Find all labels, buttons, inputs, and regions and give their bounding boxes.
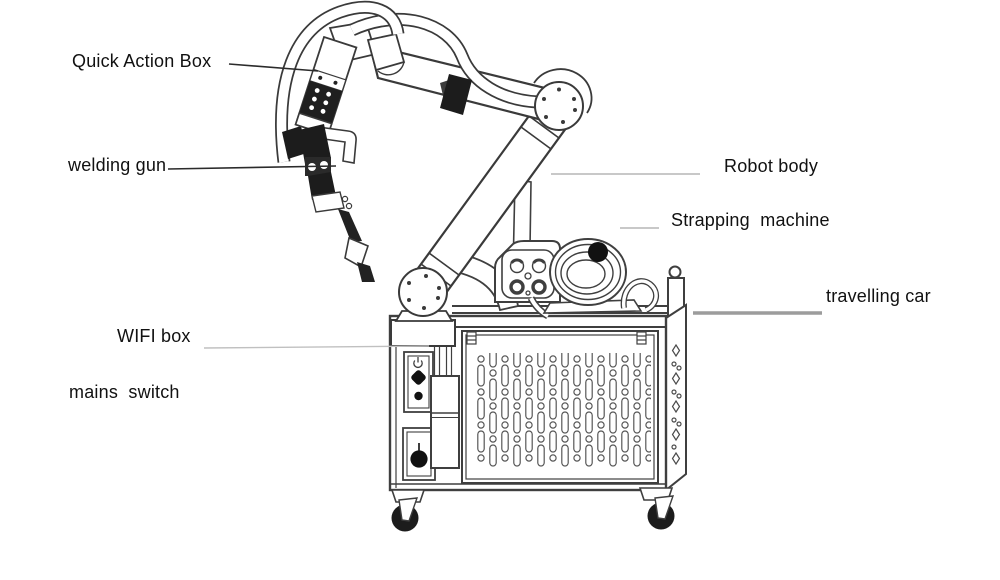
keypad [299,80,343,124]
robot-body-drawing [275,0,593,347]
hose-strap [440,74,472,115]
gun-tip [357,262,375,282]
label-mains-switch: mains switch [69,382,180,402]
vent-slots [475,353,651,467]
label-welding-gun: welding gun [68,155,167,175]
power-panel [403,351,434,413]
leader-quick-action-box [228,63,319,72]
leader-wifi-box [203,345,430,349]
start-button [411,370,426,385]
elbow-joint-flange [534,81,584,131]
welding-gun-drawing [299,124,375,282]
car-post-knob [668,265,682,279]
label-strapping-machine: Strapping machine [671,210,830,230]
keypad-buttons [309,88,331,114]
vent-panel-clips [466,331,647,345]
caster-wheel-left [390,489,426,532]
indicator-dot [414,391,423,401]
leader-lines [167,63,822,349]
strapping-machine-drawing [494,238,660,320]
gun-nozzle [344,236,369,269]
leader-welding-gun [167,165,337,170]
label-travelling-car: travelling car [826,286,931,306]
caster-wheel-right [638,487,675,530]
label-robot-body: Robot body [724,156,819,176]
feeder-connectors [509,258,547,296]
wifi-box-drawing [430,337,460,469]
robot-base [390,310,456,347]
car-side-face [665,303,687,493]
coil-hub-knob [588,242,608,262]
gun-clamp-screw [320,161,328,169]
shoulder-joint-flange [398,267,448,317]
mains-switch-knob [410,450,428,468]
power-symbol-icon [413,360,423,369]
gun-neck [338,209,362,242]
vent-panel [461,330,659,484]
wire-coil [542,238,643,314]
quick-action-box-drawing [294,35,358,137]
label-wifi-box: WIFI box [117,326,191,346]
car-side-decor [671,343,682,466]
travelling-car-drawing [388,265,687,532]
gun-mount-pipe [316,126,357,164]
gun-collar [311,191,345,213]
label-quick-action-box: Quick Action Box [72,51,212,71]
elbow-housing [533,68,593,114]
